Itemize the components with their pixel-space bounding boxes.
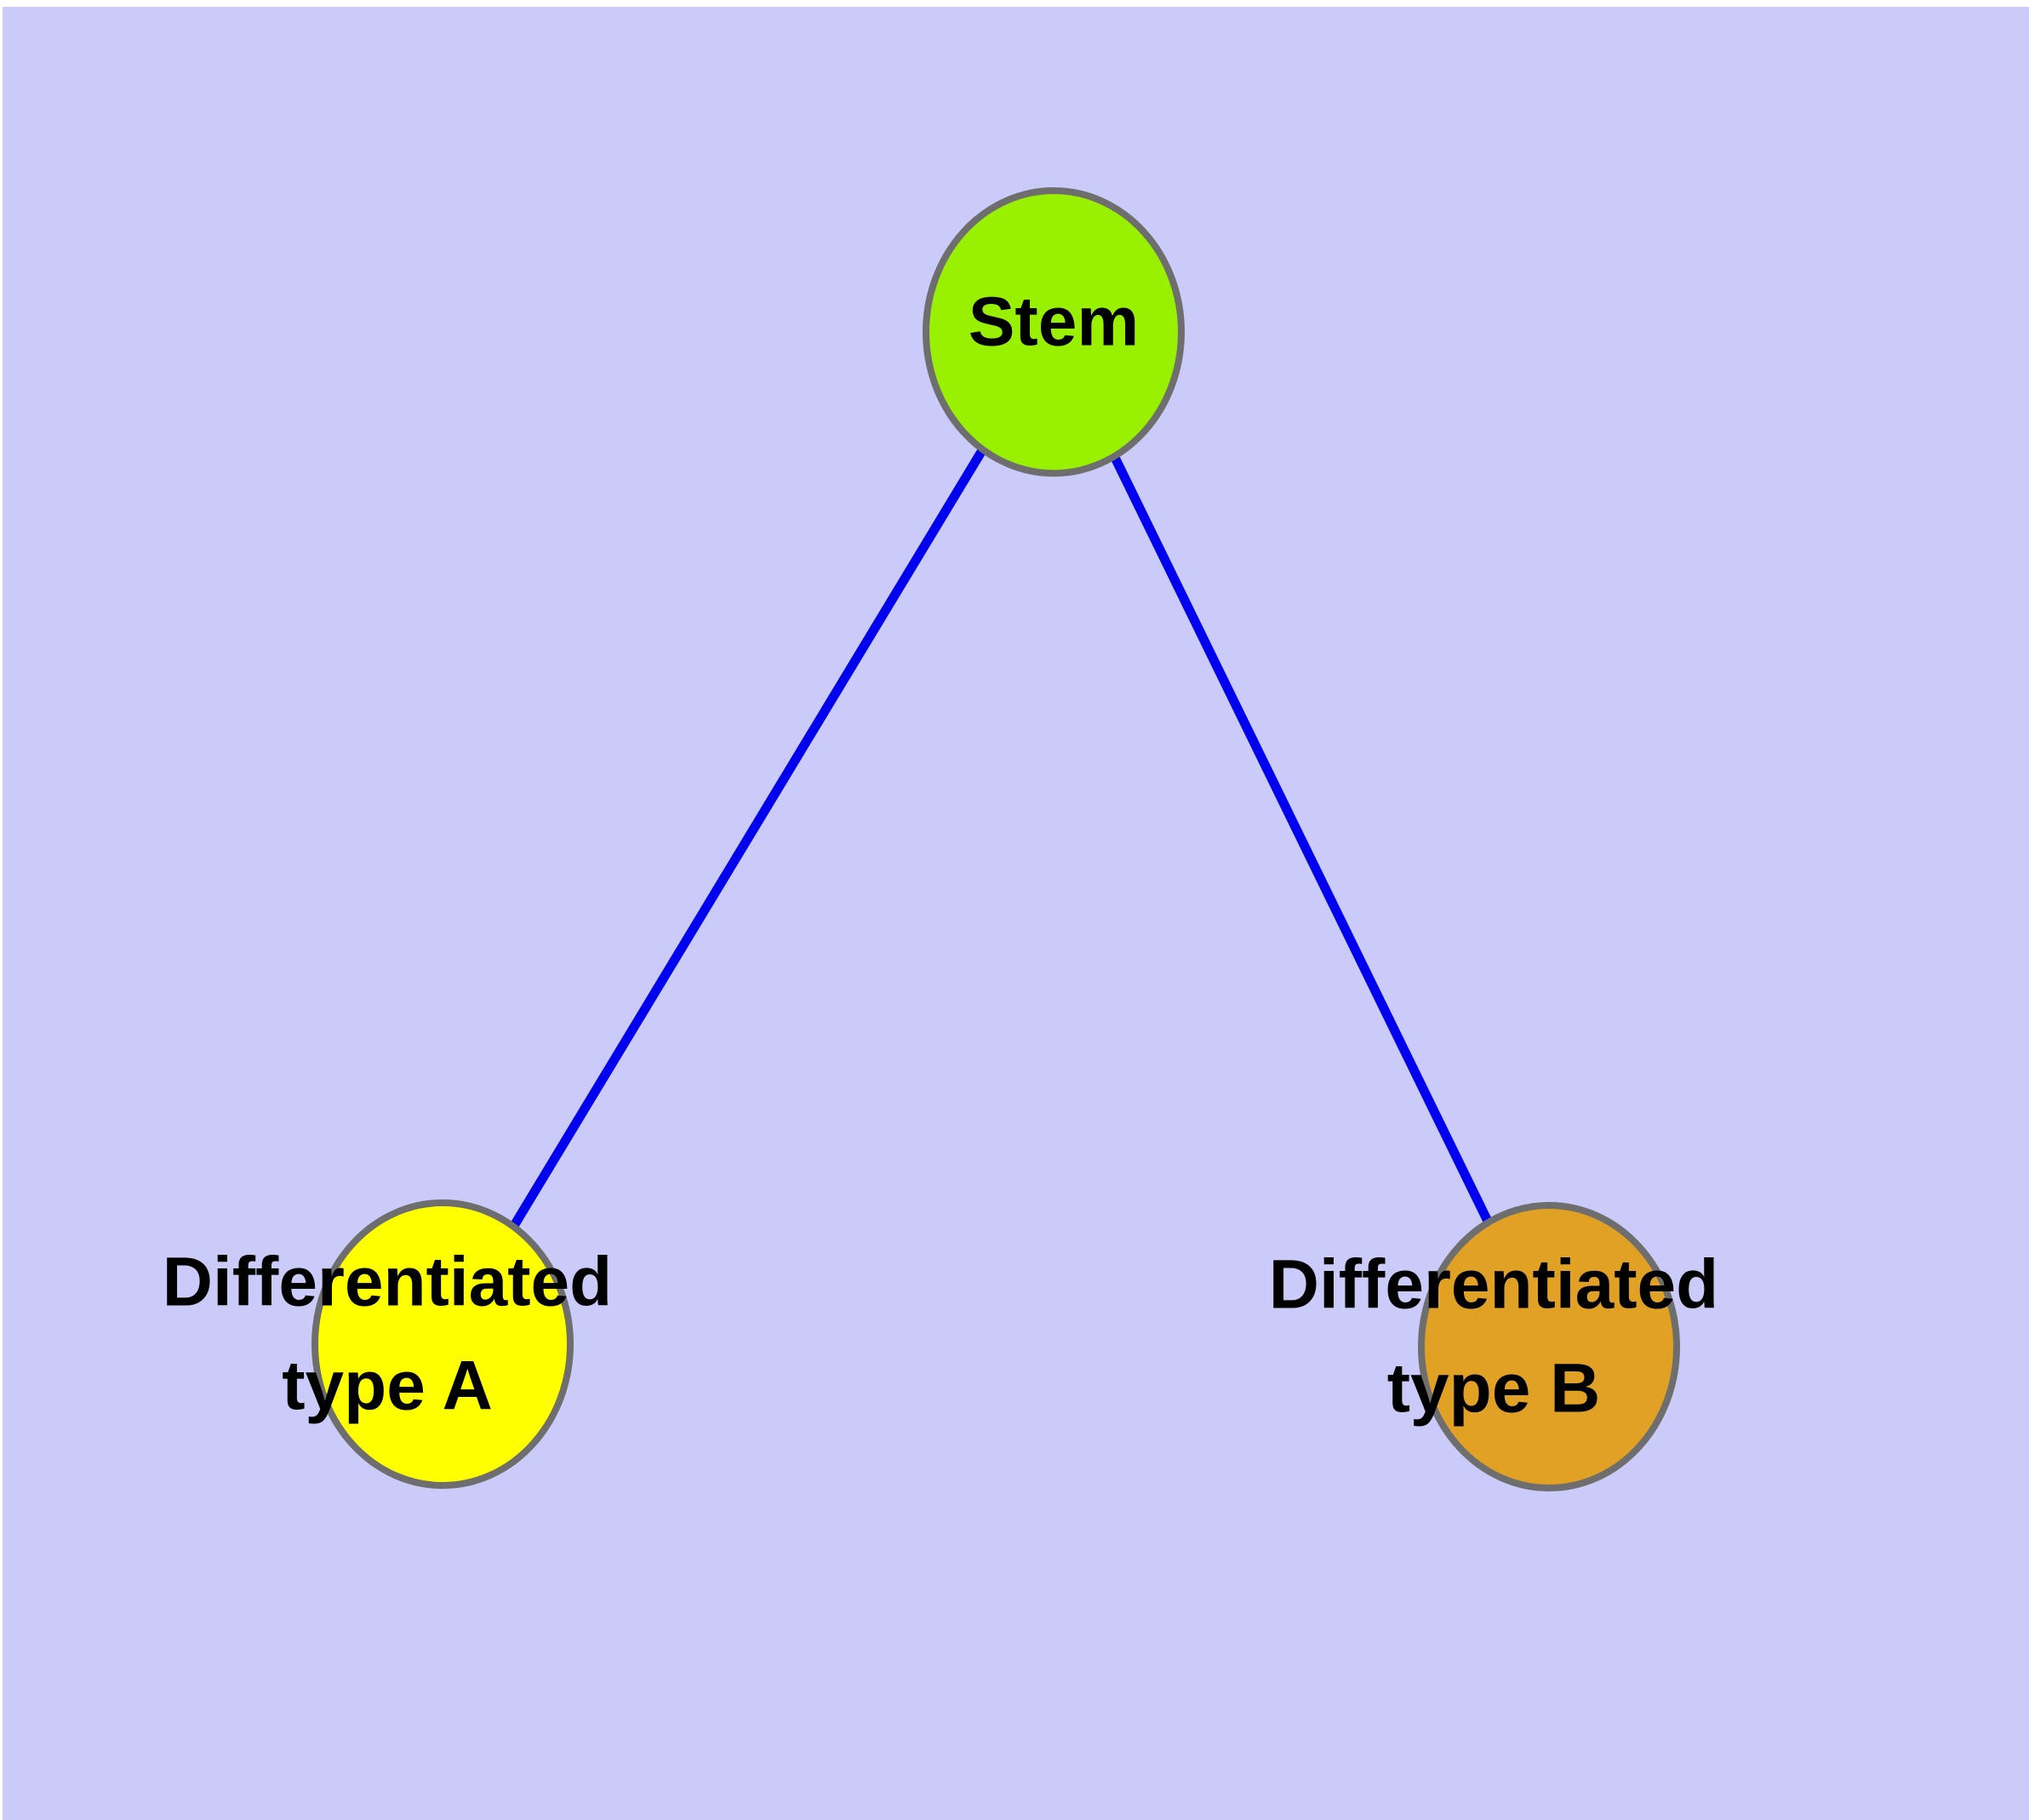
node-label-stem: Stem — [969, 283, 1140, 361]
node-differentiated-type-a — [311, 1199, 574, 1489]
node-label-differentiated-type-a: Differentiated — [163, 1244, 613, 1321]
edge-stem-to-differentiated-type-a — [438, 329, 1058, 1347]
node-stem — [923, 187, 1185, 477]
node-differentiated-type-b — [1418, 1202, 1680, 1491]
edge-stem-to-differentiated-type-b — [1049, 329, 1553, 1349]
node-label-differentiated-type-b: Differentiated — [1269, 1246, 1719, 1324]
node-label-differentiated-type-b: type B — [1387, 1350, 1601, 1428]
node-label-differentiated-type-a: type A — [282, 1348, 493, 1425]
